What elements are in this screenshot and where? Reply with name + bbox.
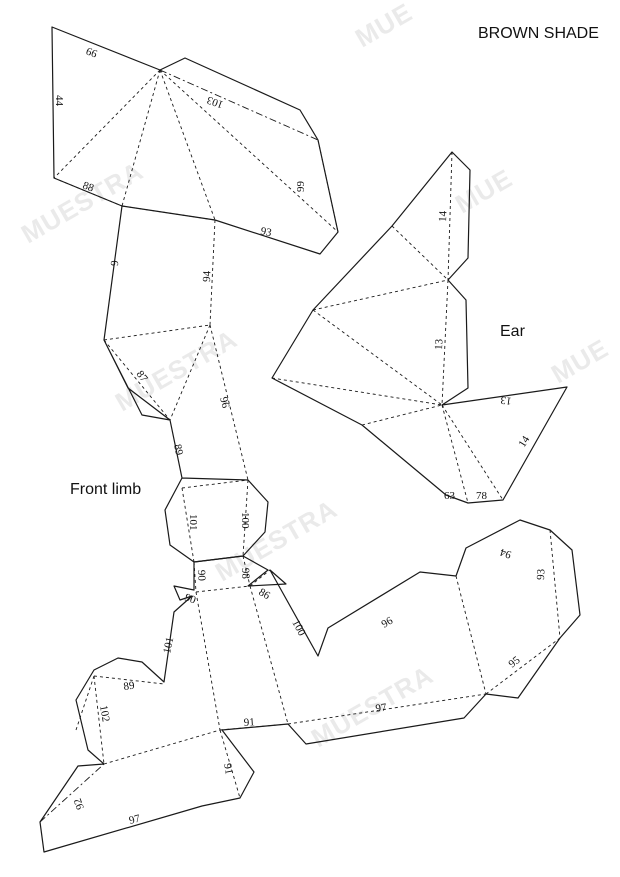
watermark: MUESTRA xyxy=(16,155,148,249)
head-piece: 99 44 103 88 99 93 9 94 87 96 89 101 100 xyxy=(51,26,339,563)
fold-line xyxy=(391,225,449,281)
fold-line xyxy=(441,279,449,406)
edge-number: 90 xyxy=(195,570,207,582)
edge-number: 92 xyxy=(72,797,87,811)
fold-line xyxy=(159,69,339,233)
fold-line xyxy=(242,555,251,587)
edge-number: 86 xyxy=(257,586,273,602)
edge-number: 89 xyxy=(123,679,136,692)
edge-number: 97 xyxy=(128,812,142,826)
edge-number: 97 xyxy=(375,701,388,714)
fold-line xyxy=(53,69,161,179)
fold-line xyxy=(169,324,211,421)
fold-line xyxy=(361,404,443,426)
fold-line xyxy=(271,377,443,406)
edge-number: 91 xyxy=(243,716,255,729)
fold-line xyxy=(193,561,197,593)
fold-line xyxy=(181,487,195,563)
fold-line xyxy=(159,69,319,141)
fold-line xyxy=(195,585,251,593)
fold-line xyxy=(219,723,289,731)
edge-number: 93 xyxy=(259,225,273,239)
edge-number: 99 xyxy=(84,44,99,59)
edge-number: 101 xyxy=(161,636,176,655)
edge-number: 88 xyxy=(81,180,96,195)
edge-number: 94 xyxy=(201,270,213,282)
edge-number: 91 xyxy=(221,762,235,775)
watermark: MUESTRA xyxy=(306,659,438,753)
front-limb-piece: 90 98 90 86 100 96 101 89 102 91 97 94 9… xyxy=(39,519,581,853)
fold-line xyxy=(209,324,249,481)
edge-number: 9 xyxy=(109,260,121,266)
edge-number: 63 xyxy=(444,490,456,502)
fold-line xyxy=(242,479,249,557)
edge-number: 99 xyxy=(295,181,307,193)
fold-line xyxy=(249,585,289,725)
watermark: MUE xyxy=(450,163,518,219)
fold-line xyxy=(249,569,271,587)
edge-number: 44 xyxy=(53,95,65,107)
fold-line xyxy=(103,339,171,421)
edge-number: 96 xyxy=(380,614,396,630)
watermarks: MUE MUESTRA MUE MUESTRA MUE MUESTRA MUES… xyxy=(16,0,614,753)
fold-line xyxy=(441,404,504,501)
ear-piece-outline xyxy=(271,151,568,504)
watermark: MUE xyxy=(546,333,614,389)
page-title: BROWN SHADE xyxy=(478,25,599,42)
fold-line xyxy=(159,69,216,221)
edge-number: 103 xyxy=(205,93,225,110)
fold-line xyxy=(549,529,561,639)
edge-number: 100 xyxy=(239,512,251,529)
fold-line xyxy=(317,139,339,233)
fold-line xyxy=(195,591,221,731)
fold-line xyxy=(441,404,469,504)
fold-line xyxy=(121,205,216,221)
fold-line xyxy=(312,279,449,311)
fold-line xyxy=(103,324,211,341)
edge-number: 101 xyxy=(187,514,199,531)
fold-line xyxy=(53,177,123,207)
fold-line xyxy=(485,637,561,695)
edge-number: 14 xyxy=(437,210,449,222)
ear-label: Ear xyxy=(500,323,526,340)
edge-number: 98 xyxy=(239,568,251,580)
fold-line xyxy=(312,309,443,406)
edge-number: 90 xyxy=(183,592,198,607)
edge-number: 102 xyxy=(97,704,112,722)
edge-number: 89 xyxy=(171,443,185,457)
edge-number: 93 xyxy=(535,568,547,580)
edge-number: 100 xyxy=(289,618,308,639)
edge-number: 13 xyxy=(433,338,445,350)
edge-number: 14 xyxy=(516,433,532,449)
fold-line xyxy=(103,729,221,765)
fold-line xyxy=(181,479,249,489)
front-limb-label: Front limb xyxy=(70,481,141,498)
edge-number: 94 xyxy=(498,546,513,561)
watermark: MUESTRA xyxy=(210,493,342,587)
edge-number: 13 xyxy=(499,393,512,406)
fold-line xyxy=(93,675,105,765)
edge-number: 78 xyxy=(476,490,488,502)
front-limb-outline xyxy=(39,519,581,853)
fold-line xyxy=(455,575,487,695)
fold-line xyxy=(39,763,105,823)
edge-number: 96 xyxy=(217,396,232,410)
watermark: MUE xyxy=(350,0,418,53)
